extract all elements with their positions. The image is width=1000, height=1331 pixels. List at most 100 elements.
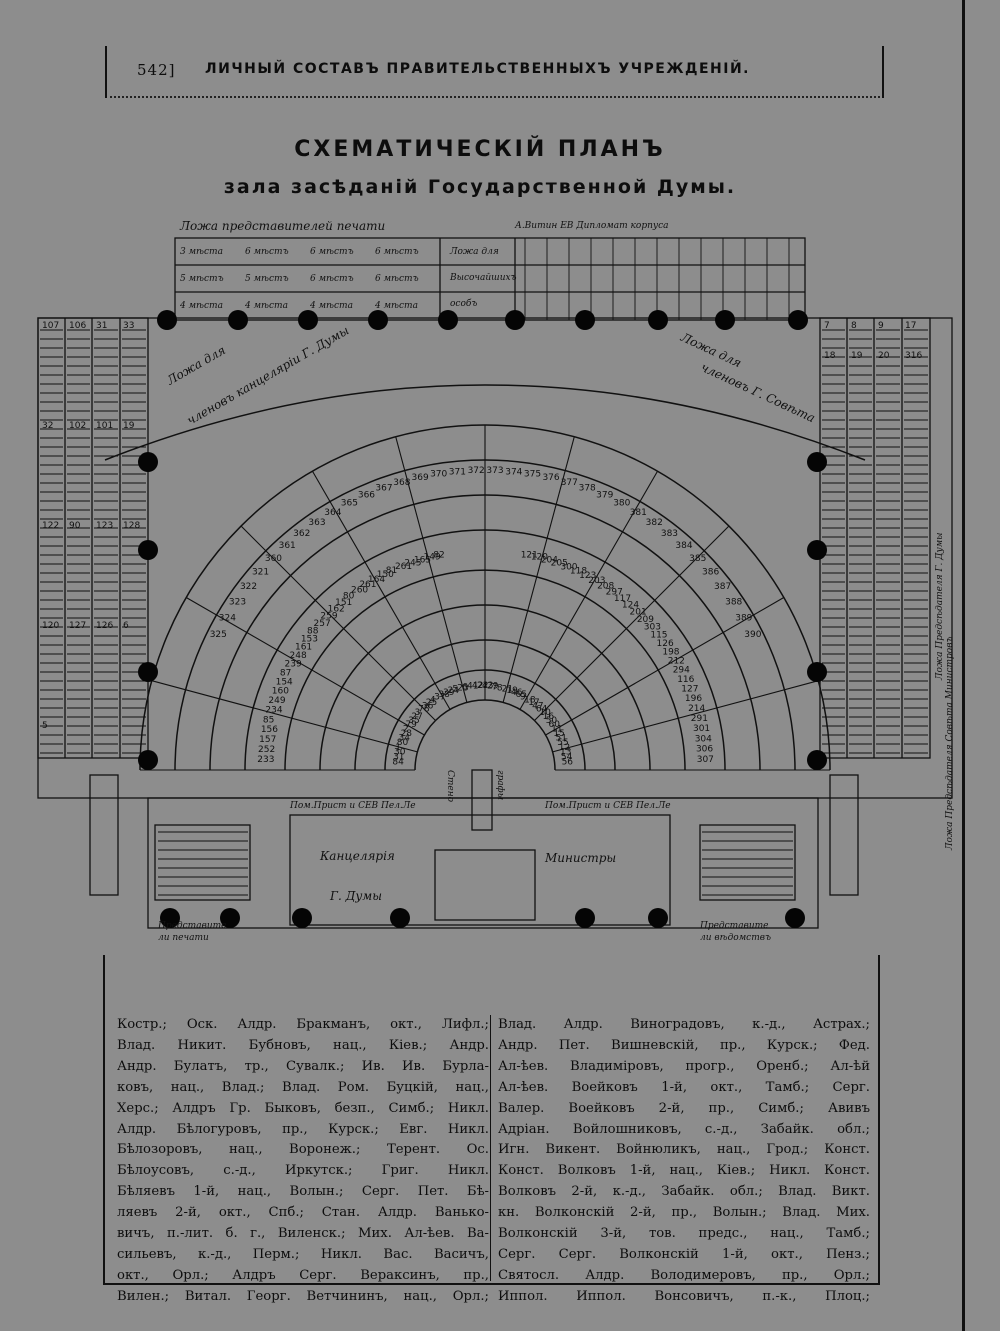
column-pillar [807,452,827,472]
seat-number: 124 [622,600,639,610]
seat-number: 27 [411,712,422,722]
seat-number: 3 [415,708,421,718]
text-line: Ал-ѣев. Воейковъ 1-й, окт., Тамб.; Серг. [498,1079,870,1095]
text-line: Адрiан. Войлошниковъ, с.-д., Забайк. обл… [498,1121,870,1137]
seat-number: 377 [561,478,578,488]
seat-number: 365 [341,499,358,509]
seat-number: 107 [42,321,59,331]
text-line: Святосл. Алдр. Володимеровъ, пр., Орл.; [498,1267,870,1283]
seat-number: 106 [69,321,86,331]
aisle-line [519,470,658,710]
seat-number: 51 [555,733,566,743]
seat-number: 383 [661,529,678,539]
seat-number: 41 [467,682,478,692]
deputy-list: Костр.; Оск. Алдр. Бракманъ, окт., Лифл.… [103,1015,878,1304]
seat-number: 54 [561,753,573,763]
seat-number: 300 [560,562,577,572]
text-line: Волковъ 2-й, к.-д., Забайк. обл.; Влад. … [498,1184,870,1200]
seat-number: 374 [505,467,522,477]
seat-number: 121 [521,550,538,560]
seat-number: 204 [541,555,558,565]
page-number: 542] [137,61,176,79]
seat-number: 201 [630,607,647,617]
imperial-box-label: Высочайшихъ [449,273,517,283]
column-pillar [138,452,158,472]
seat-number: 4 [430,695,436,705]
seat-number: 9 [878,321,884,331]
seat-number: 360 [265,554,282,564]
seat-number: 34 [399,733,411,743]
top-boxes-frame [174,237,806,321]
text-line: Бѣляевъ 1-й, нац., Волын.; Серг. Пет. Бѣ… [117,1184,489,1200]
text-line: Андр. Пет. Вишневскiй, пр., Курск.; Фед. [498,1037,870,1053]
seat-number: 120 [531,553,548,563]
seat-number: 128 [123,521,140,531]
seat-number: 13 [560,748,571,758]
agency-reps-label: Представите [699,921,768,931]
header-dotted-rule [105,96,880,98]
aisle-line [502,436,575,703]
seat-number: 16 [543,712,555,722]
seat-number: 30 [394,748,406,758]
seat-number: 239 [285,659,302,669]
seat-number: 371 [449,467,466,477]
seat-number: 5 [42,721,48,731]
seat-number: 368 [393,478,410,488]
seat-number: 11 [551,724,562,734]
seat-number: 120 [42,621,59,631]
seat-number: 385 [689,554,706,564]
seat-number: 123 [96,521,113,531]
text-line: Ал-ѣев. Владимiровъ, прогр., Оренб.; Ал-… [498,1058,870,1074]
imperial-box-label: особъ [450,298,477,309]
seat-number: 31 [393,753,404,763]
text-line: Игн. Викент. Войнюликъ, нац., Грод.; Кон… [498,1142,870,1158]
seat-number: 153 [301,634,318,644]
seat-number: 164 [368,575,385,585]
agency-reps-label: ли вѣдомствъ [700,933,771,943]
seat-number: 19 [506,686,518,696]
column-pillar [788,310,808,330]
seat-number: 123 [579,571,596,581]
text-line: окт., Орл.; Алдръ Серг. Вераксинъ, пр., [117,1267,489,1283]
seat-number: 36 [422,701,434,711]
plan-title: СХЕМАТИЧЕСКІЙ ПЛАНЪ [294,137,666,162]
seat-number: 47 [532,701,543,711]
seat-number: 42 [472,681,483,691]
ministers-label: Министры [544,851,616,865]
text-line: Вилен.; Витал. Георг. Ветчининъ, нац., О… [117,1288,489,1304]
column-pillar [438,310,458,330]
seat-number: 7 [492,682,498,692]
seat-number: 291 [691,714,708,724]
page-border-right [962,0,965,1331]
seat-number: 156 [261,725,278,735]
seat-number: 214 [688,704,705,714]
seat-number: 84 [392,758,404,768]
seat-number: 29 [487,682,499,692]
box-capacity-label: 6 мѣстъ [375,274,419,284]
text-line: Андр. Булатъ, тр., Сувалк.; Ив. Ив. Бурл… [117,1058,489,1074]
seat-number: 321 [252,568,269,578]
seat-number: 32 [42,421,53,431]
press-box-label: Ложа представителей печати [179,219,385,233]
seat-number: 212 [668,656,685,666]
text-line: Бѣлозоровъ, нац., Воронеж.; Терент. Ос. [117,1142,489,1158]
column-pillar [807,540,827,560]
seat-number: 25 [426,698,437,708]
column-pillar [785,908,805,928]
text-line: Конст. Волковъ 1-й, нац., Кiев.; Никл. К… [498,1163,870,1179]
seat-number: 149 [424,553,441,563]
seat-number: 304 [695,734,712,744]
seat-number: 301 [693,724,710,734]
aisle-line [545,597,785,736]
seat-number: 165 [414,555,431,565]
seat-number: 7 [824,321,830,331]
seat-number: 85 [263,715,274,725]
text-line: Иппол. Иппол. Вонсовичъ, п.-к., Плоц.; [498,1288,870,1304]
seat-number: 15 [553,729,564,739]
box-capacity-label: 4 мѣста [309,301,353,311]
seat-number: 261 [359,580,376,590]
running-head: 542] ЛИЧНЫЙ СОСТАВЪ ПРАВИТЕЛЬСТВЕННЫХЪ У… [105,46,884,98]
seat-number: 261 [395,562,412,572]
